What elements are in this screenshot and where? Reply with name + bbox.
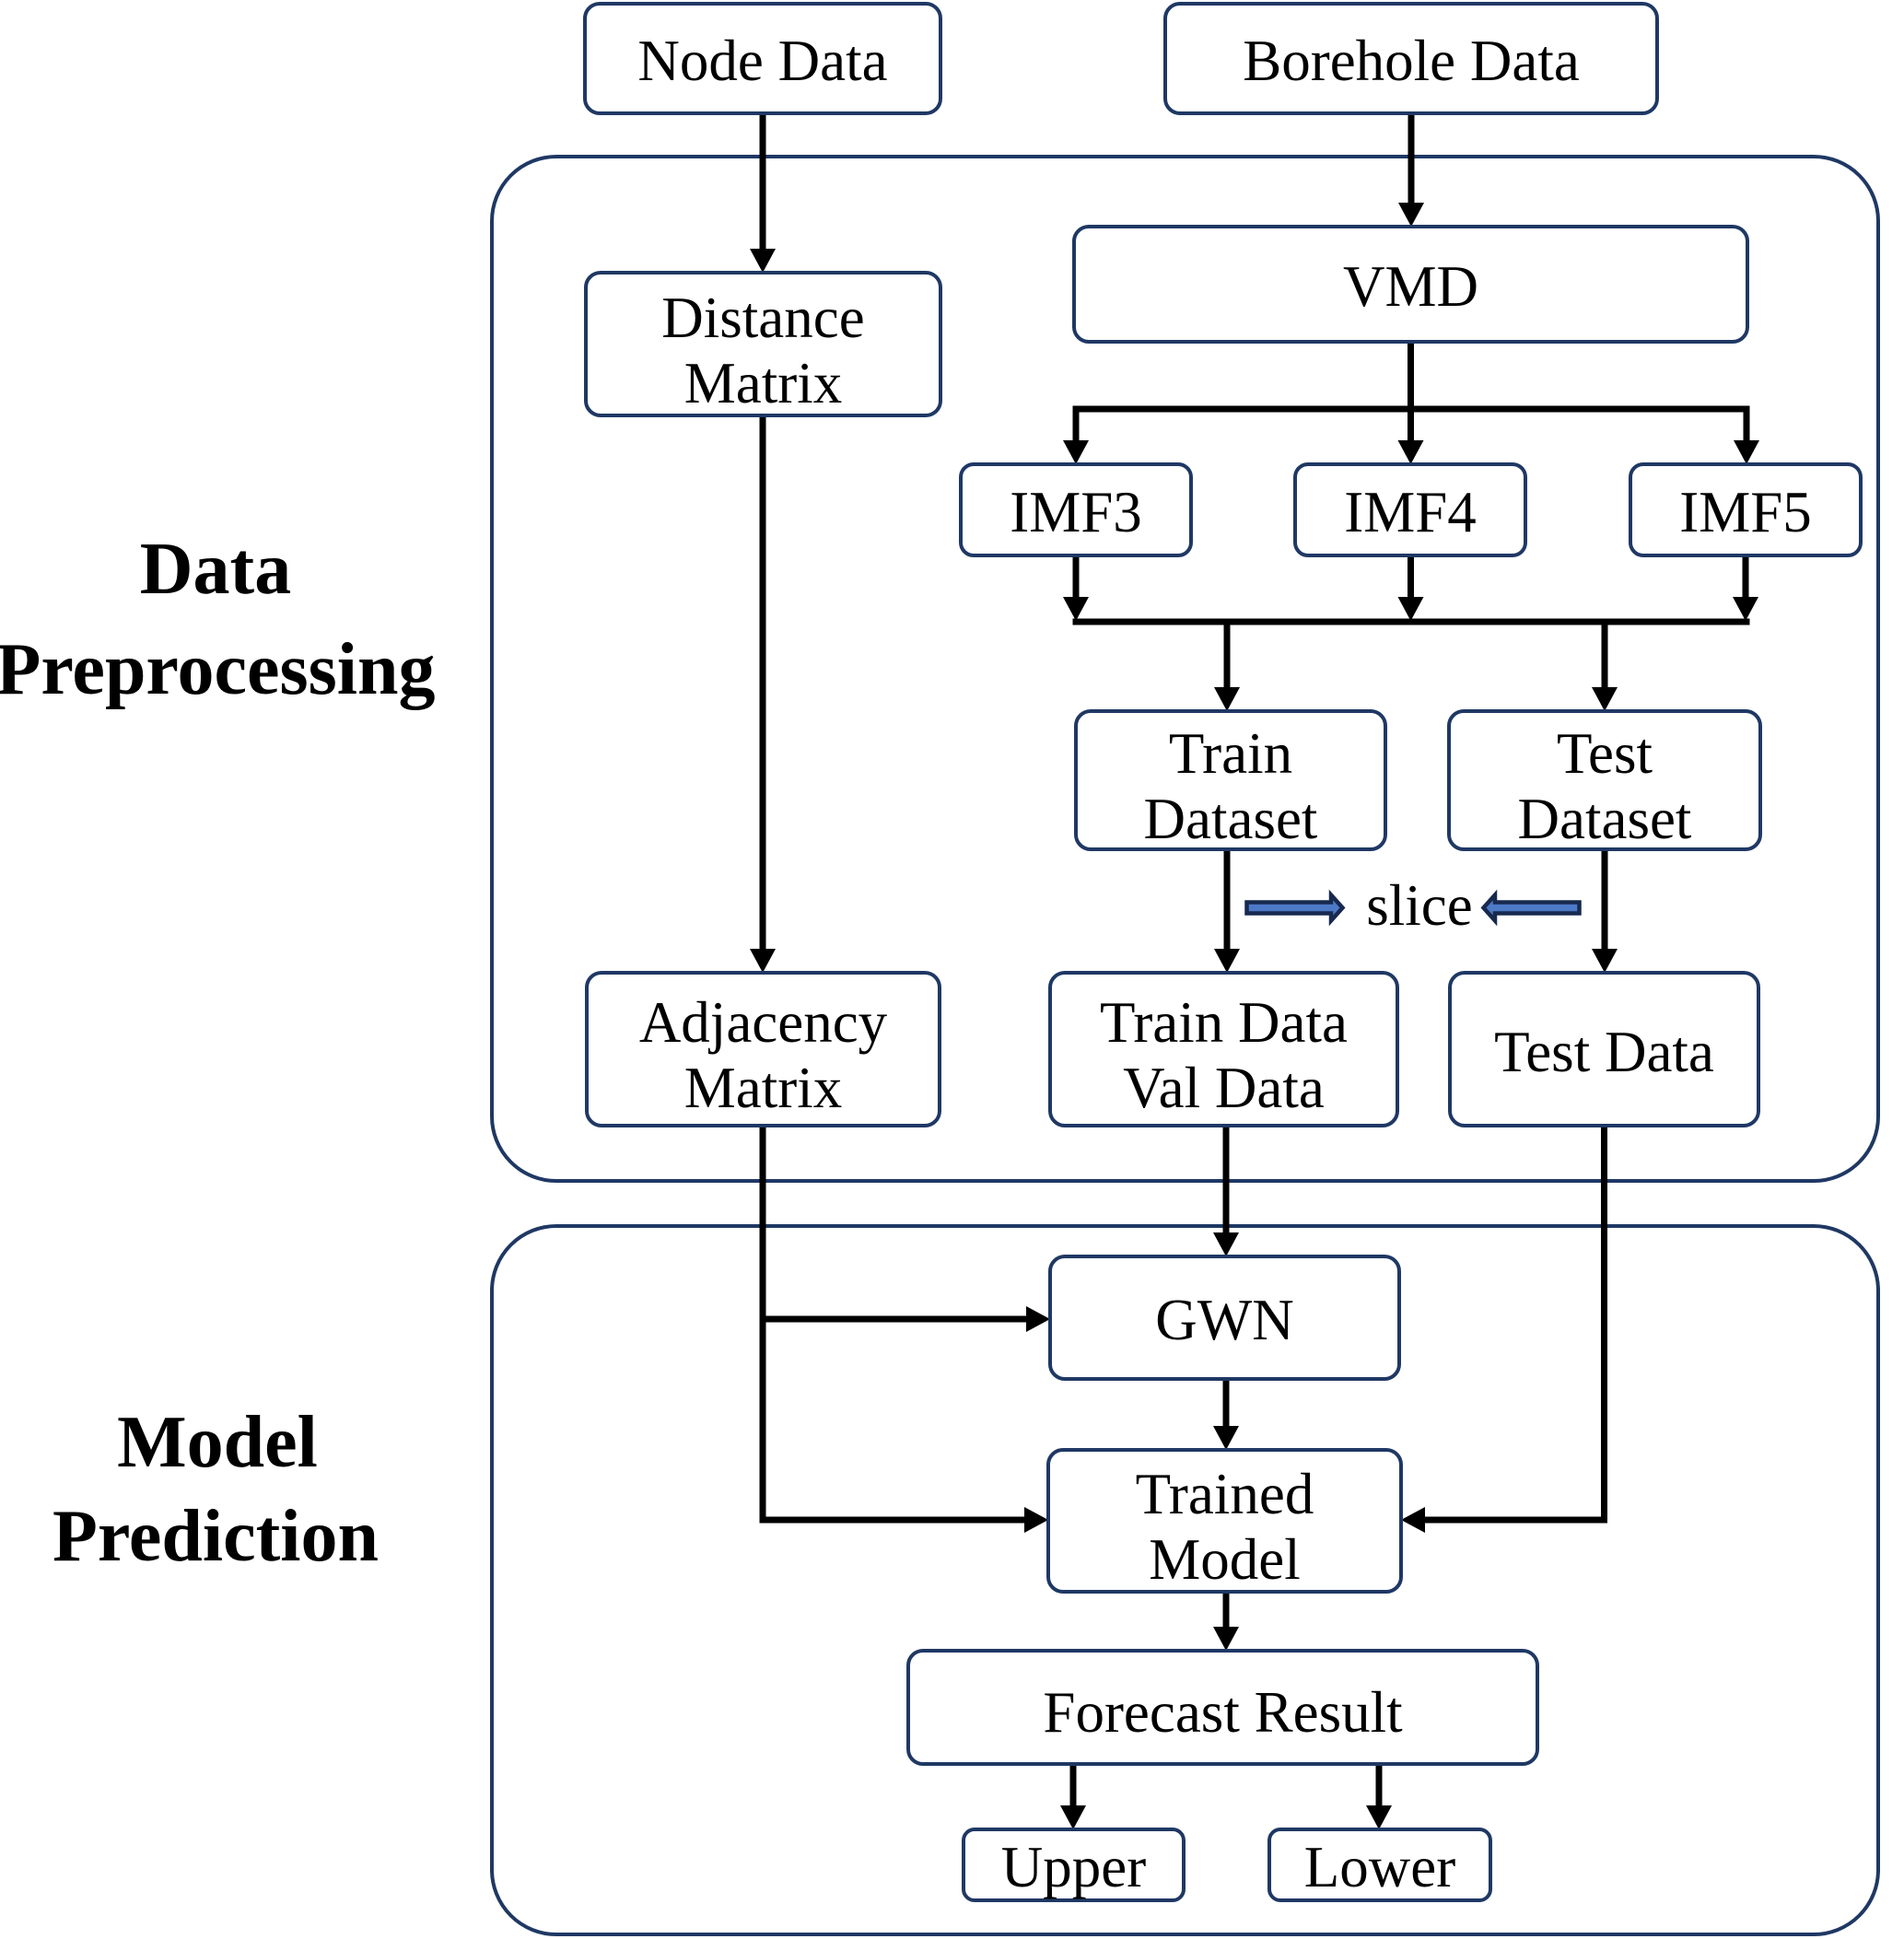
svg-text:Model: Model (117, 1402, 318, 1483)
svg-text:Upper: Upper (1001, 1835, 1146, 1899)
svg-text:Lower: Lower (1304, 1835, 1455, 1899)
svg-text:VMD: VMD (1343, 254, 1478, 319)
svg-text:Distance: Distance (661, 286, 864, 350)
svg-text:Val Data: Val Data (1123, 1056, 1325, 1120)
svg-text:Borehole Data: Borehole Data (1243, 29, 1580, 93)
svg-text:Adjacency: Adjacency (639, 990, 888, 1055)
svg-text:Test: Test (1557, 721, 1653, 786)
svg-text:Prediction: Prediction (53, 1496, 379, 1577)
svg-text:slice: slice (1366, 873, 1472, 938)
svg-text:Dataset: Dataset (1518, 787, 1692, 851)
svg-text:Dataset: Dataset (1144, 787, 1318, 851)
svg-text:Preprocessing: Preprocessing (0, 629, 436, 710)
svg-text:GWN: GWN (1155, 1288, 1293, 1352)
svg-text:Data: Data (140, 529, 291, 610)
svg-text:Test Data: Test Data (1494, 1020, 1714, 1084)
svg-text:Train Data: Train Data (1100, 990, 1348, 1055)
svg-text:Matrix: Matrix (684, 351, 842, 415)
svg-text:Node Data: Node Data (637, 29, 887, 93)
svg-text:Forecast Result: Forecast Result (1043, 1680, 1403, 1745)
svg-text:Matrix: Matrix (684, 1056, 842, 1120)
svg-text:IMF3: IMF3 (1010, 480, 1142, 544)
svg-text:Model: Model (1149, 1527, 1300, 1592)
svg-text:Train: Train (1169, 721, 1292, 786)
svg-text:IMF4: IMF4 (1344, 480, 1477, 544)
svg-text:IMF5: IMF5 (1679, 480, 1812, 544)
svg-text:Trained: Trained (1136, 1462, 1314, 1526)
